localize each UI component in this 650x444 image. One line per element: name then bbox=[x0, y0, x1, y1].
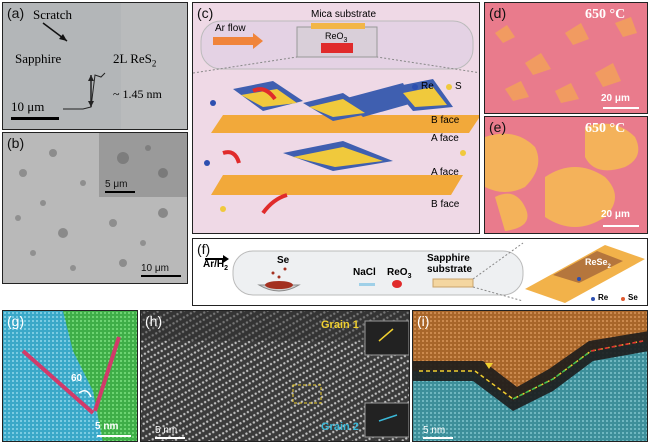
scale-label-g: 5 nm bbox=[95, 421, 119, 432]
panel-i-graphic bbox=[413, 311, 647, 441]
scale-label-h: 5 nm bbox=[155, 425, 178, 436]
panel-g-graphic bbox=[3, 311, 137, 441]
panel-a-label: (a) bbox=[7, 5, 25, 21]
panel-d: (d) 650 °C 20 μm bbox=[484, 2, 648, 114]
gas-subscript: 2 bbox=[224, 265, 229, 272]
reo3-label-c: ReO3 bbox=[325, 31, 347, 44]
panel-c: (c) Ar flow Mica substrate ReO3 Re S B f… bbox=[192, 2, 480, 234]
face-label-3: A face bbox=[431, 167, 459, 178]
se-label: Se bbox=[277, 255, 290, 266]
panel-f-graphic bbox=[205, 242, 645, 303]
rese2-name: ReSe bbox=[585, 257, 608, 267]
ar-h2-label: Ar/H2 bbox=[203, 259, 228, 272]
panel-e: (e) 650 °C 20 μm bbox=[484, 116, 648, 234]
legend-se-f: Se bbox=[628, 293, 638, 302]
panel-e-label: (e) bbox=[489, 119, 507, 135]
grain2-label: Grain 2 bbox=[321, 421, 359, 433]
material-label: 2L ReS2 bbox=[113, 51, 156, 69]
scale-bar-g bbox=[97, 435, 131, 437]
panel-g-label: (g) bbox=[7, 313, 25, 329]
panel-f: (f) Ar/H2 Se NaCl ReO3 Sapphire substrat… bbox=[192, 238, 648, 306]
rese2-subscript: 2 bbox=[607, 263, 611, 270]
panel-b-graphic bbox=[3, 133, 187, 283]
panel-h-graphic bbox=[141, 311, 409, 441]
ar-flow-label: Ar flow bbox=[215, 23, 246, 34]
face-label-4: B face bbox=[431, 199, 460, 210]
panel-e-graphic bbox=[485, 123, 639, 231]
reo3-subscript-c: 3 bbox=[343, 36, 348, 44]
rese2-label: ReSe2 bbox=[585, 257, 611, 270]
temp-label-d: 650 °C bbox=[585, 7, 626, 22]
grain1-label: Grain 1 bbox=[321, 319, 359, 331]
panel-f-label: (f) bbox=[197, 241, 211, 257]
legend-re-label: Re bbox=[421, 81, 434, 92]
panel-a: (a) Scratch Sapphire 2L ReS2 ~ 1.45 nm 1… bbox=[2, 2, 188, 130]
reo3-name-f: ReO bbox=[387, 267, 408, 278]
reo3-label-f: ReO3 bbox=[387, 267, 411, 280]
material-subscript: 2 bbox=[151, 58, 157, 69]
temp-label-e: 650 °C bbox=[585, 121, 626, 136]
nacl-label: NaCl bbox=[353, 267, 376, 278]
scale-bar-i bbox=[423, 437, 453, 439]
scale-label-b: 10 μm bbox=[141, 263, 169, 274]
panel-d-graphic bbox=[495, 17, 637, 103]
scale-bar-d bbox=[603, 107, 639, 109]
panel-b-label: (b) bbox=[7, 135, 25, 151]
scratch-label: Scratch bbox=[33, 7, 72, 22]
panel-g: (g) 60 5 nm bbox=[2, 310, 138, 442]
reo3-subscript-f: 3 bbox=[407, 273, 412, 280]
scale-label-i: 5 nm bbox=[423, 425, 446, 436]
scale-bar-a bbox=[11, 117, 59, 120]
panel-h-label: (h) bbox=[145, 313, 163, 329]
sapphire-substrate-label: Sapphire substrate bbox=[427, 253, 473, 275]
reo3-name-c: ReO bbox=[325, 31, 344, 41]
panel-h: (h) Grain 1 Grain 2 5 nm bbox=[140, 310, 410, 442]
legend-re-f: Re bbox=[598, 293, 609, 302]
scale-bar-h bbox=[155, 437, 185, 439]
face-label-2: A face bbox=[431, 133, 459, 144]
panel-i: (i) 5 nm bbox=[412, 310, 648, 442]
panel-d-label: (d) bbox=[489, 5, 507, 21]
panel-b: (b) 5 μm 10 μm bbox=[2, 132, 188, 284]
angle-label: 60 bbox=[71, 373, 83, 384]
inset-scale-bar bbox=[105, 191, 135, 193]
panel-i-label: (i) bbox=[417, 313, 430, 329]
material-name: 2L ReS bbox=[113, 51, 152, 66]
panel-a-graphic bbox=[3, 3, 121, 129]
mica-substrate-label: Mica substrate bbox=[311, 9, 377, 20]
scale-bar-b bbox=[141, 275, 181, 277]
scale-label-d: 20 μm bbox=[601, 93, 630, 104]
thickness-label: ~ 1.45 nm bbox=[113, 87, 162, 101]
scale-bar-e bbox=[603, 225, 639, 227]
panel-c-label: (c) bbox=[197, 5, 214, 21]
sapphire-label: Sapphire bbox=[15, 51, 62, 66]
scale-label-a: 10 μm bbox=[11, 99, 45, 114]
face-label-1: B face bbox=[431, 115, 460, 126]
inset-scale-label: 5 μm bbox=[105, 179, 128, 190]
legend-s-label: S bbox=[455, 81, 462, 92]
panel-c-graphic bbox=[193, 3, 479, 233]
gas-name: Ar/H bbox=[203, 259, 225, 270]
scale-label-e: 20 μm bbox=[601, 209, 630, 220]
